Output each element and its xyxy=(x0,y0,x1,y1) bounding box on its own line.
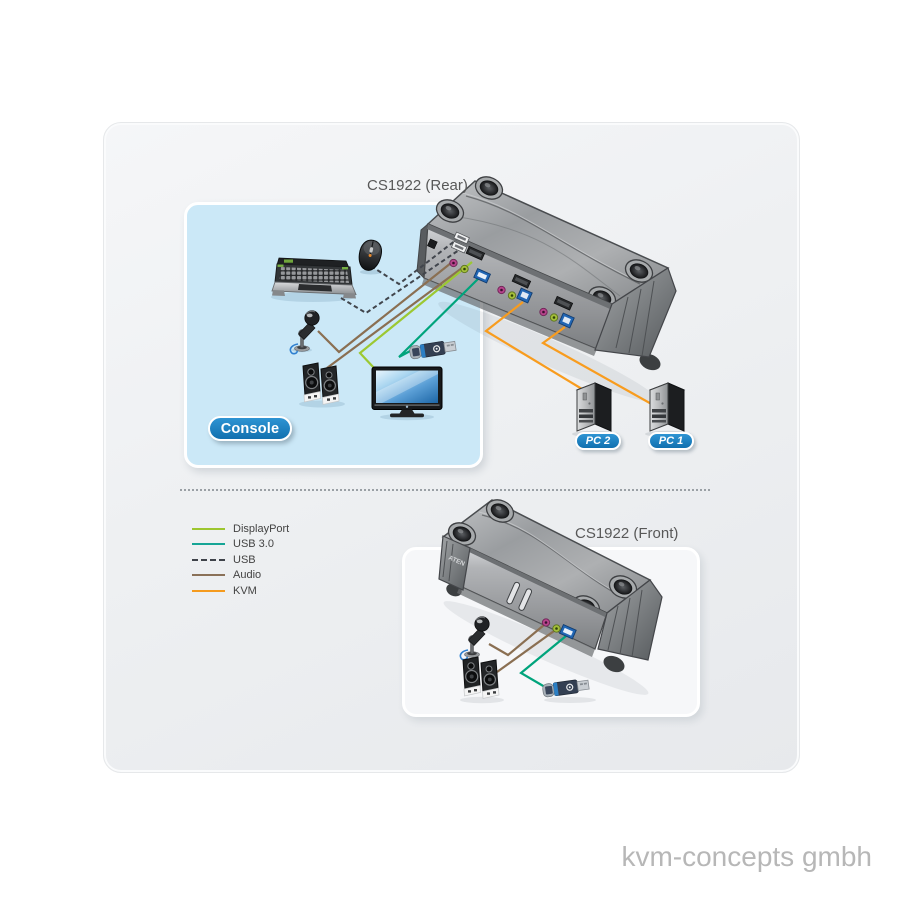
rear-pc1-ports xyxy=(539,295,575,329)
line-kvm-pc2 xyxy=(484,301,583,390)
microphone-icon-front xyxy=(459,615,491,661)
usb3-line-swatch xyxy=(192,543,225,546)
legend-item-kvm: KVM xyxy=(192,583,289,599)
front-ports xyxy=(541,618,577,640)
audio-line-swatch xyxy=(192,574,225,577)
keyboard-icon xyxy=(271,257,357,299)
pc1-tower xyxy=(649,382,685,432)
rear-pc2-ports xyxy=(497,273,533,304)
port-select-button-1 xyxy=(506,581,521,605)
section-divider xyxy=(180,489,710,491)
legend-item-usb: USB xyxy=(192,552,289,568)
rear-view-label: CS1922 (Rear) xyxy=(367,177,468,194)
monitor-icon xyxy=(371,366,443,418)
usb-flash-drive-icon-front xyxy=(541,677,591,699)
line-audio-mic-front xyxy=(488,624,545,657)
line-usb3-flash-front xyxy=(519,635,567,688)
mouse-icon xyxy=(358,239,382,271)
line-kvm-pc1 xyxy=(540,326,656,407)
usb-flash-drive-icon xyxy=(408,338,458,361)
usb-line-swatch xyxy=(192,558,225,561)
displayport-line-swatch xyxy=(192,527,225,530)
legend-label: DisplayPort xyxy=(233,522,290,535)
legend-item-displayport: DisplayPort xyxy=(192,521,289,537)
power-jack xyxy=(427,238,438,250)
port-select-button-2 xyxy=(518,588,533,611)
legend-label: KVM xyxy=(233,584,257,597)
legend-item-audio: Audio xyxy=(192,568,289,584)
speakers-icon-front xyxy=(462,656,500,700)
line-displayport-monitor xyxy=(358,261,473,370)
microphone-icon xyxy=(289,309,321,355)
legend-label: Audio xyxy=(233,569,262,582)
line-audio-speakers-rear xyxy=(326,267,463,369)
line-audio-speakers-front xyxy=(496,630,555,673)
front-view-label: CS1922 (Front) xyxy=(575,525,679,542)
line-usb-keyboard xyxy=(340,249,460,315)
legend: DisplayPort USB 3.0 USB Audio KVM xyxy=(192,521,289,599)
kvm-line-swatch xyxy=(192,589,225,592)
pc1-badge: PC 1 xyxy=(648,432,694,450)
console-usb-ports xyxy=(450,231,470,254)
rear-console-ports xyxy=(427,231,492,284)
company-watermark: kvm-concepts gmbh xyxy=(621,841,872,872)
connection-lines xyxy=(317,239,656,688)
legend-item-usb3: USB 3.0 xyxy=(192,537,289,553)
console-badge: Console xyxy=(208,416,292,441)
line-usb3-flash-rear xyxy=(398,276,481,358)
line-usb-mouse xyxy=(370,239,457,286)
line-audio-mic-rear xyxy=(317,262,452,354)
legend-label: USB 3.0 xyxy=(233,538,274,551)
pc2-tower xyxy=(576,382,612,432)
pc2-badge: PC 2 xyxy=(575,432,621,450)
speakers-icon xyxy=(302,362,340,406)
legend-label: USB xyxy=(233,553,256,566)
